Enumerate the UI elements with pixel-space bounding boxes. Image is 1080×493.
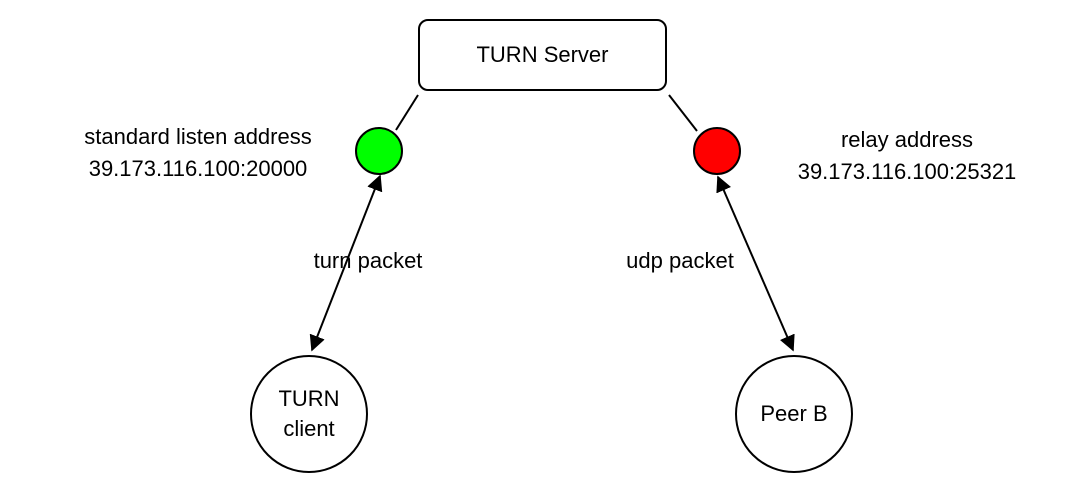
relay-port-indicator: [693, 127, 741, 175]
relay-address-caption: relay address 39.173.116.100:25321: [757, 124, 1057, 188]
turn-client-node: TURN client: [250, 355, 368, 473]
peer-b-node: Peer B: [735, 355, 853, 473]
turn-client-line1: TURN: [278, 386, 340, 411]
listen-port-indicator: [355, 127, 403, 175]
client-link-arrow: [309, 174, 383, 352]
server-to-relay-line: [668, 94, 698, 132]
listen-address-caption: standard listen address 39.173.116.100:2…: [33, 121, 363, 185]
relay-address-title: relay address: [840, 127, 974, 152]
udp-packet-label: udp packet: [626, 248, 734, 273]
turn-packet-label: turn packet: [313, 248, 423, 273]
turn-client-line2: client: [283, 416, 335, 441]
peer-link-arrow: [716, 175, 795, 352]
server-to-listen-line: [395, 94, 419, 131]
relay-address-value: 39.173.116.100:25321: [797, 159, 1017, 184]
listen-address-value: 39.173.116.100:20000: [88, 156, 308, 181]
turn-server-box: TURN Server: [418, 19, 667, 91]
turn-server-label: TURN Server: [476, 42, 609, 67]
peer-b-label: Peer B: [760, 401, 828, 426]
listen-address-title: standard listen address: [84, 124, 312, 149]
